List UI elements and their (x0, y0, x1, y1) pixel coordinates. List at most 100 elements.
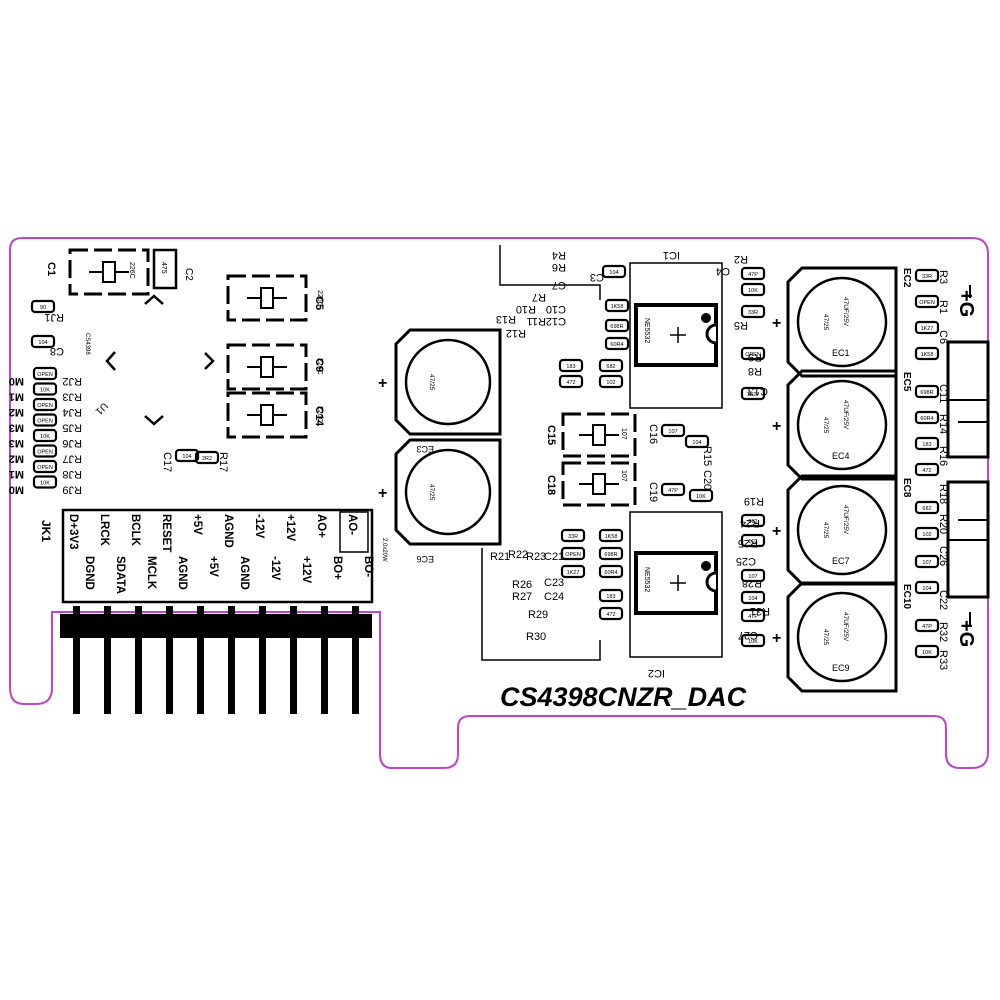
connector-pin-label-bottom: +12V (300, 556, 312, 584)
smd-value: 698R (610, 324, 623, 330)
ref-label: C8 (50, 345, 64, 357)
smd-pad: 682 (598, 358, 624, 373)
header-pin (321, 606, 328, 714)
smd-value: 10K (40, 481, 50, 487)
ref-label: R23 (526, 551, 546, 563)
ref-label: R33 (937, 650, 949, 670)
smd-pad: OPEN (560, 546, 586, 561)
smd-pad: OPEN (32, 397, 58, 412)
smd-pad: 10K (914, 644, 940, 659)
jk1-ref: JK1 (39, 520, 53, 542)
smd-value: 472 (922, 468, 931, 474)
smd-pad: 60R4 (598, 564, 624, 579)
smd-value: 90 (40, 305, 46, 311)
smd-pad: 10K (32, 382, 58, 396)
c2-ref: C2 (183, 268, 194, 281)
connector-pin-label-bottom: MCLK (145, 556, 157, 590)
ref-label: R22 (508, 549, 528, 561)
smd-pad: 698R (598, 546, 624, 561)
polarity-plus: + (772, 418, 781, 435)
smd-value: 698R (604, 552, 617, 558)
smd-value: 10K (748, 639, 758, 645)
polarity-plus: + (772, 523, 781, 540)
ref-label: C16 (647, 424, 659, 444)
smd-pad: 104 (601, 264, 627, 279)
smd-value: 1K27 (747, 392, 760, 398)
terminal-block-bottom: +G (946, 480, 990, 647)
smd-pad: 47P (660, 482, 686, 497)
smd-value: 107 (668, 429, 677, 435)
ref-label: RJ4 (62, 406, 82, 418)
ic1-ref: IC1 (663, 249, 680, 261)
connector-pin-label-top: RESET (160, 514, 172, 552)
smd-value: 47P (668, 488, 678, 494)
smd-value: 682 (606, 364, 615, 370)
smd-value: 472 (606, 612, 615, 618)
ref-label: C20 (701, 470, 713, 490)
connector-pin-label-top: D+3V3 (67, 514, 79, 549)
ic1-guide-line (499, 245, 601, 300)
smd-pad: 47P (740, 608, 766, 623)
tantalum-value: 226C (316, 290, 323, 307)
smd-value: 10K (696, 494, 706, 500)
smd-value: 698R (920, 390, 933, 396)
smd-value: 33R (748, 310, 758, 316)
smd-value: 1K58 (605, 534, 618, 540)
header-pin (73, 606, 80, 714)
electrolytic-value: 47/25 (822, 314, 829, 331)
ic1-footprint: IC1 NE5532 (629, 249, 723, 409)
electrolytic-marking: 47UF/25V (842, 400, 849, 430)
smd-value: 104 (182, 454, 191, 460)
ic2-footprint: IC2 NE5532 (629, 511, 723, 679)
ref-label: R11 (527, 315, 546, 327)
ec-side-label: EC2 (901, 268, 912, 288)
u1-part: CS4398 (84, 333, 90, 355)
smd-value: 107 (922, 560, 931, 566)
smd-value: 682 (748, 519, 757, 525)
electrolytic-value: 47/25 (822, 629, 829, 646)
smd-value: 102 (606, 380, 615, 386)
smd-pad: 33R (560, 528, 586, 543)
ref-label: R27 (512, 591, 532, 603)
ref-label: RJ8 (62, 468, 82, 480)
ic2-ref: IC2 (648, 667, 665, 679)
smd-pad: 10K (32, 475, 58, 489)
ref-label: C13 (748, 385, 768, 397)
smd-pad: OPEN (914, 294, 940, 309)
smd-value: 1K27 (567, 570, 580, 576)
connector-pin-label-top: LRCK (98, 514, 110, 547)
ref-label: R12 (506, 327, 526, 339)
smd-value: 472 (566, 380, 575, 386)
ref-label: C23 (544, 577, 564, 589)
electrolytic-ref: EC9 (832, 663, 850, 673)
ref-label: R2 (734, 253, 748, 265)
smd-pad: 682 (914, 500, 940, 515)
connector-pin-label-bottom: DGND (83, 556, 95, 590)
ref-label: C27 (738, 629, 758, 641)
ref-label: R25 (738, 537, 758, 549)
electrolytic-ref: EC7 (832, 556, 850, 566)
ref-label: C24 (544, 591, 564, 603)
smd-value: 10K (922, 650, 932, 656)
ref-label: R1 (937, 300, 949, 314)
connector-pin-label-bottom: +5V (207, 556, 219, 577)
ec-side-label: EC8 (901, 478, 912, 498)
smd-pad: OPEN (32, 413, 58, 427)
connector-pin-label-bottom: BO+ (331, 556, 343, 580)
u1-footprint: U1 CS4398 (84, 294, 215, 426)
smd-value: 1K58 (921, 352, 934, 358)
terminal-label-top: +G (955, 290, 977, 317)
mode-tag: M2 (9, 453, 24, 465)
smd-value: 60R4 (920, 416, 933, 422)
polarity-plus: + (378, 485, 387, 502)
tantalum-value: 226C (316, 358, 323, 375)
smd-pad: 1K27 (914, 320, 940, 335)
connector-pin-label-bottom: SDATA (114, 556, 126, 594)
ec-side-label: EC5 (901, 372, 912, 392)
